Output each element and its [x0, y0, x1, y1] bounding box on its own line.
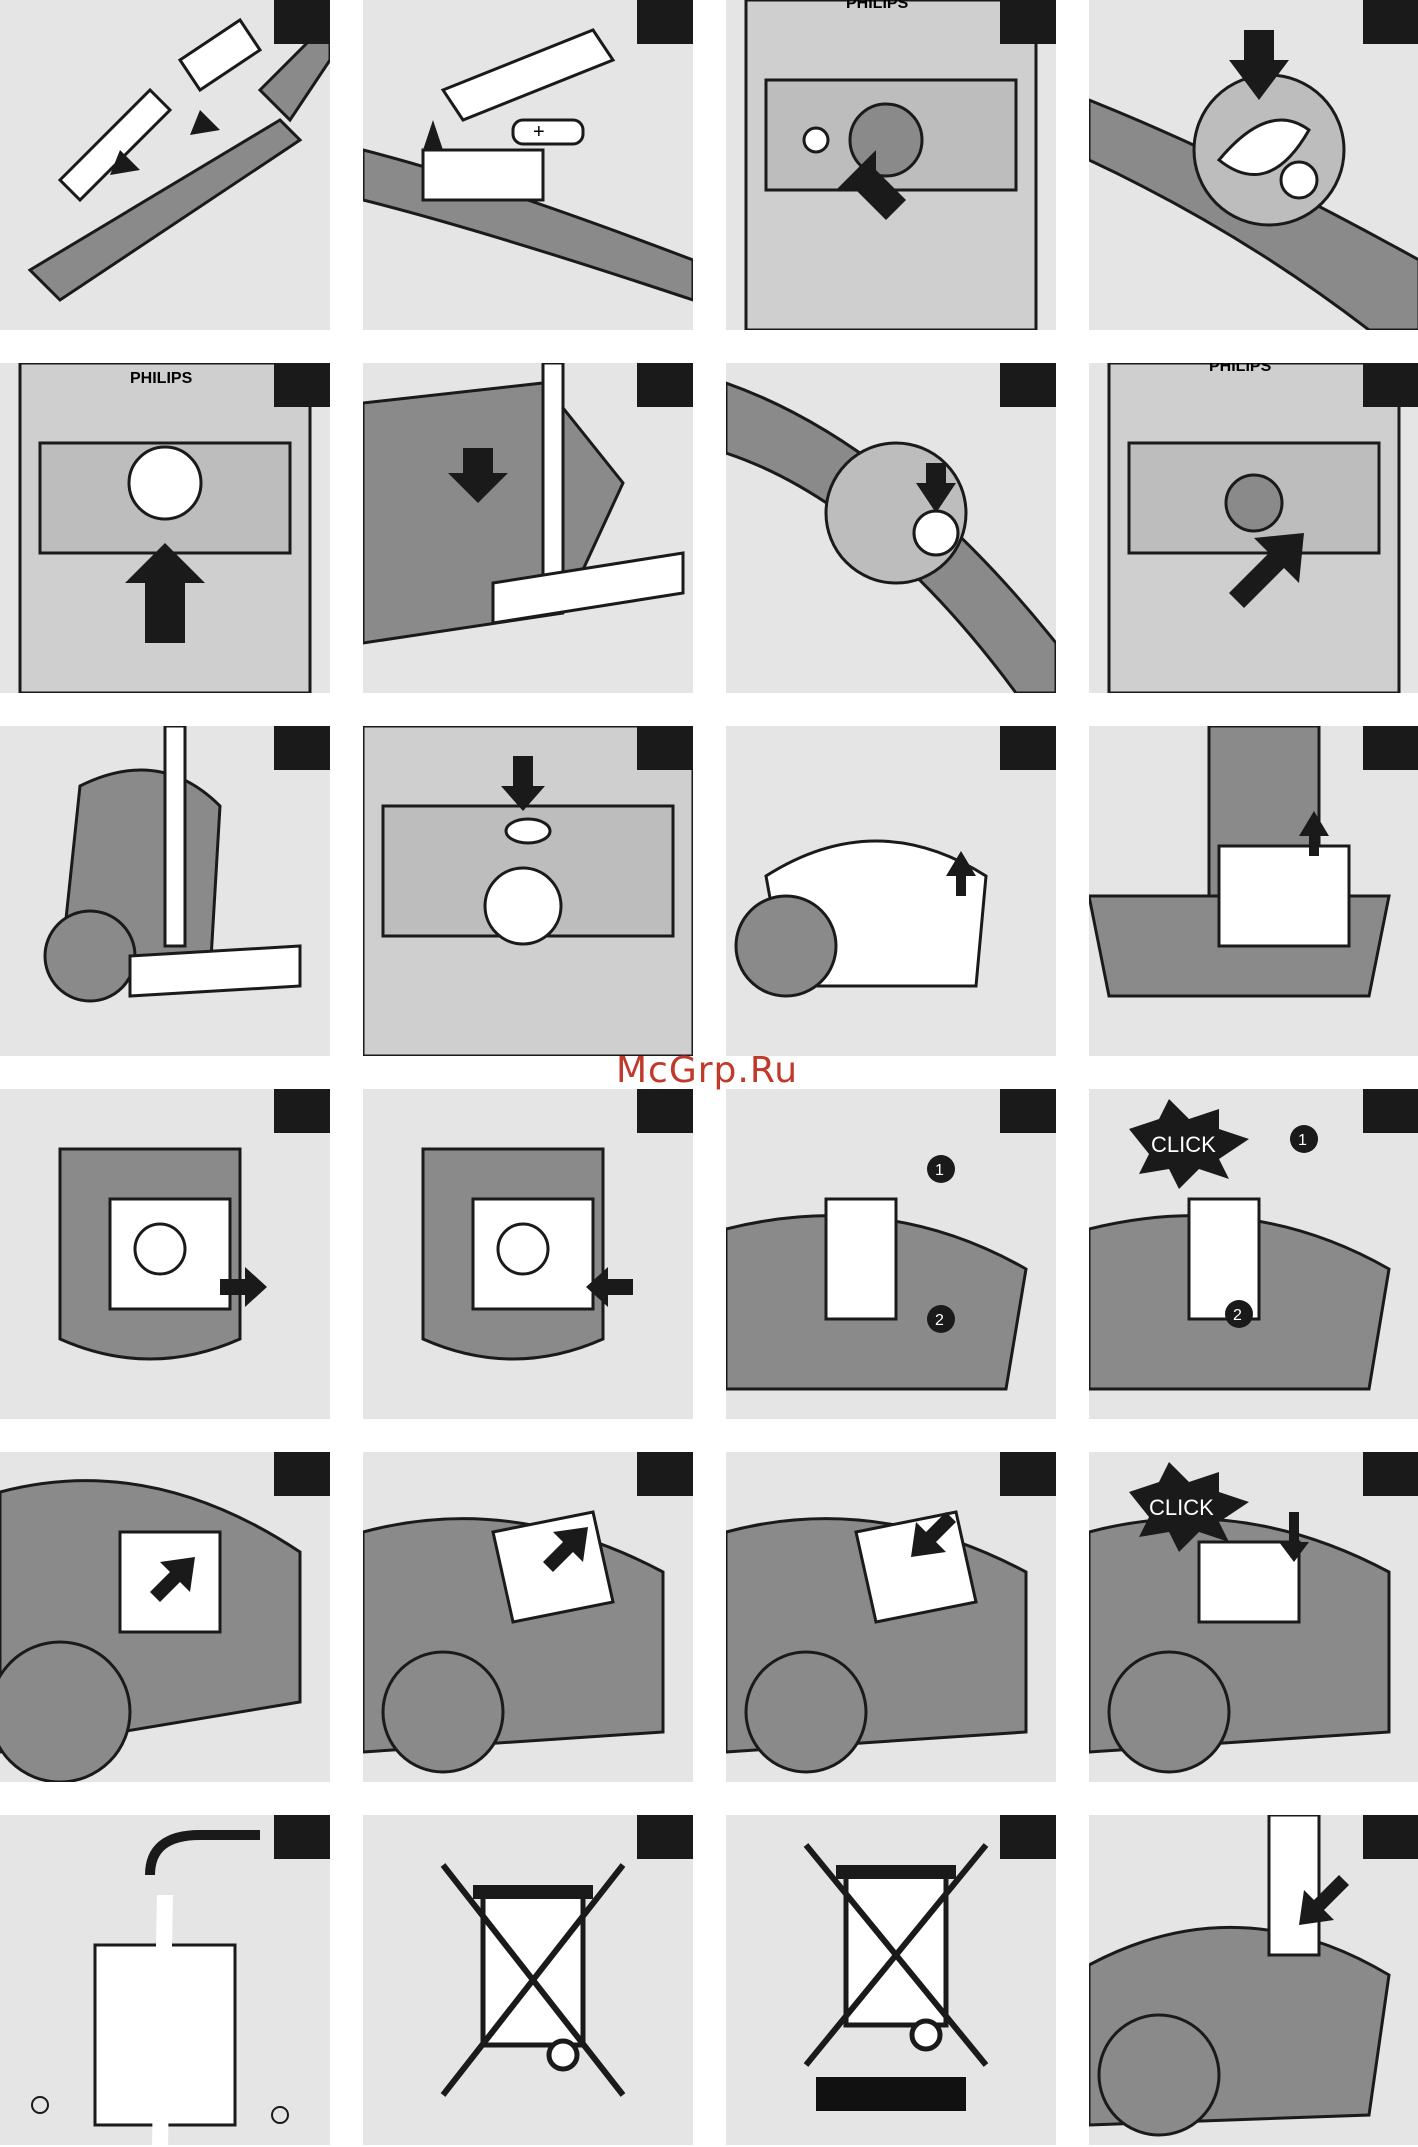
step-number-box [637, 1089, 693, 1133]
step-number-box [637, 1815, 693, 1859]
step-number-box [637, 363, 693, 407]
filter-place-illustration [726, 1452, 1056, 1782]
battery-handle-illustration: + [363, 0, 693, 330]
step-number-box [637, 1452, 693, 1496]
panel-battery-handle: + [363, 0, 693, 330]
step-number-box [1363, 1815, 1418, 1859]
step-number-box [274, 726, 330, 770]
brand-label: PHILIPS [846, 0, 909, 12]
panel-filter-click: CLICK 1 2 [1089, 1089, 1418, 1419]
bag-pull-out-illustration [0, 1089, 330, 1419]
step-number-box [1363, 363, 1418, 407]
step-number-box [1363, 1452, 1418, 1496]
step-number-box [274, 1815, 330, 1859]
crossed-out-wheelie-bin-icon [363, 1815, 693, 2145]
remove-bag-holder-illustration [1089, 726, 1418, 1056]
step-number-box [1000, 363, 1056, 407]
open-cover-illustration [726, 726, 1056, 1056]
power-icon [1281, 162, 1317, 198]
step-number-box [1363, 726, 1418, 770]
panel-tube-store [0, 726, 330, 1056]
exhaust-grille-open-illustration [0, 1452, 330, 1782]
panel-filter-place [726, 1452, 1056, 1782]
step-number-box [1000, 1815, 1056, 1859]
rinse-filter-illustration [0, 1815, 330, 2145]
step-number-box [1363, 1089, 1418, 1133]
step-two-label: 2 [1233, 1307, 1242, 1324]
panel-slider-right: PHILIPS [1089, 363, 1418, 693]
panel-filter-remove [363, 1452, 693, 1782]
panel-hand-press [1089, 1815, 1418, 2145]
panel-remove-bag-holder [1089, 726, 1418, 1056]
panel-filter-insert: 1 2 [726, 1089, 1056, 1419]
filter-remove-illustration [363, 1452, 693, 1782]
panel-exhaust-grille-open [0, 1452, 330, 1782]
step-two-label: 2 [935, 1312, 944, 1329]
handle-plus-illustration [1089, 0, 1418, 330]
filter-insert-illustration: 1 2 [726, 1089, 1056, 1419]
tube-park-illustration [363, 363, 693, 693]
battery-plus-sign: + [533, 121, 545, 143]
step-number-box [274, 1452, 330, 1496]
panel-bag-pull-out [0, 1089, 330, 1419]
filter-click-illustration: CLICK 1 2 [1089, 1089, 1418, 1419]
bag-push-in-illustration [363, 1089, 693, 1419]
click-label: CLICK [1149, 1495, 1214, 1520]
handle-power-illustration [726, 363, 1056, 693]
brand-label: PHILIPS [1209, 363, 1272, 375]
step-number-box [637, 0, 693, 44]
panel-control-front: PHILIPS [726, 0, 1056, 330]
panel-open-cover [726, 726, 1056, 1056]
cover-button-illustration [363, 726, 693, 1056]
panel-battery-weee-symbol [726, 1815, 1056, 2145]
step-number-box [274, 1089, 330, 1133]
power-icon [914, 511, 958, 555]
hand-press-illustration [1089, 1815, 1418, 2145]
black-bar [816, 2077, 966, 2111]
click-label: CLICK [1151, 1132, 1216, 1157]
step-number-box [637, 726, 693, 770]
panel-cover-button [363, 726, 693, 1056]
panel-accessory-nozzles [0, 0, 330, 330]
panel-bag-push-in [363, 1089, 693, 1419]
slider-right-illustration: PHILIPS [1089, 363, 1418, 693]
watermark-text: McGrp.Ru [616, 1050, 798, 1091]
step-number-box [274, 0, 330, 44]
control-front-illustration: PHILIPS [726, 0, 1056, 330]
panel-weee-symbol [363, 1815, 693, 2145]
slider-up-illustration: PHILIPS [0, 363, 330, 693]
step-number-box [274, 363, 330, 407]
step-number-box [1000, 726, 1056, 770]
step-number-box [1363, 0, 1418, 44]
step-number-box [1000, 0, 1056, 44]
step-one-label: 1 [935, 1162, 944, 1179]
accessory-nozzles-illustration [0, 0, 330, 330]
panel-tube-park [363, 363, 693, 693]
panel-rinse-filter [0, 1815, 330, 2145]
tube-store-illustration [0, 726, 330, 1056]
step-number-box [1000, 1452, 1056, 1496]
step-number-box [1000, 1089, 1056, 1133]
panel-grille-click: CLICK [1089, 1452, 1418, 1782]
grille-click-illustration: CLICK [1089, 1452, 1418, 1782]
step-one-label: 1 [1298, 1132, 1307, 1149]
panel-slider-up: PHILIPS [0, 363, 330, 693]
panel-handle-plus [1089, 0, 1418, 330]
brand-label: PHILIPS [130, 370, 193, 387]
panel-handle-power [726, 363, 1056, 693]
